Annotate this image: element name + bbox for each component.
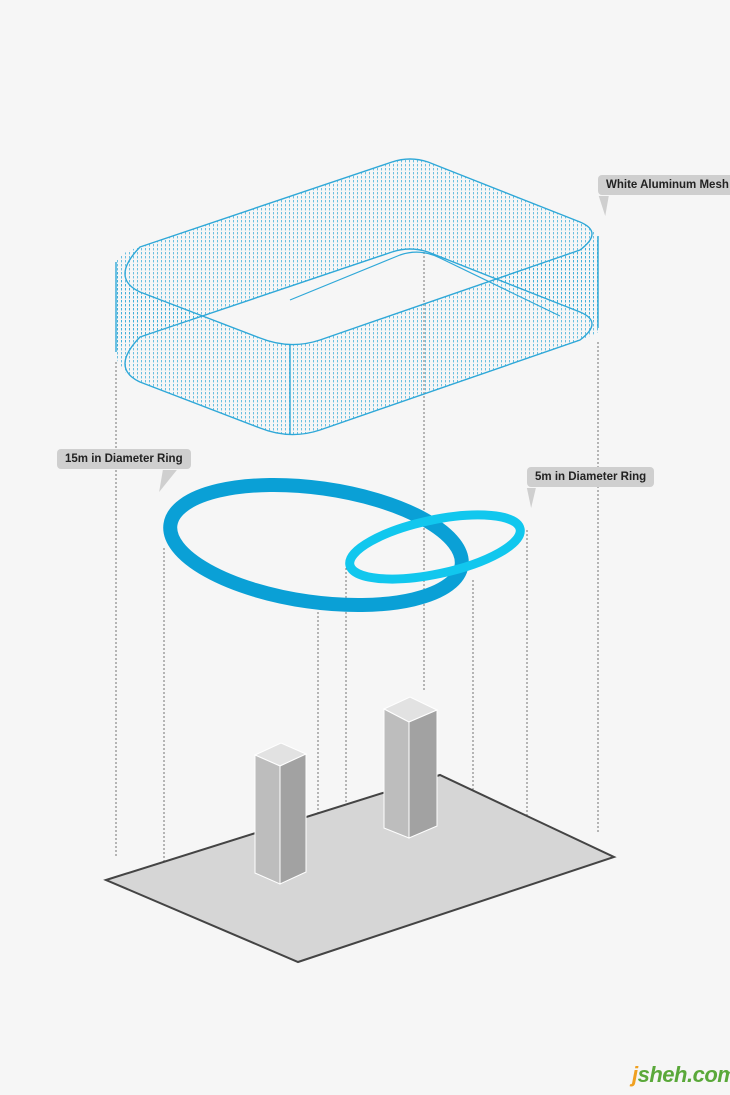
callout-white-aluminum-mesh: White Aluminum Mesh [598,175,730,216]
tower-left [253,742,308,885]
tower-right-front [383,708,410,839]
mesh-wall-front [116,242,598,435]
mesh-top-outline [124,158,593,346]
tower-left-front [254,754,281,885]
callout-label: White Aluminum Mesh [598,175,730,195]
ring-small-5m [345,510,525,584]
watermark-j: j [632,1062,638,1087]
ground-platform [103,773,617,964]
ring-large-15m [163,477,469,613]
callout-label: 5m in Diameter Ring [527,467,655,487]
callout-15m-ring: 15m in Diameter Ring [57,449,191,492]
tower-right [382,696,439,839]
tower-right-side [408,709,438,839]
mesh-inner-rim [289,251,561,317]
callout-label: 15m in Diameter Ring [57,449,191,469]
mesh-bottom-outline [124,248,593,436]
tower-left-side [279,753,307,885]
watermark-text: sheh.com [637,1062,730,1087]
callout-5m-ring: 5m in Diameter Ring [526,467,655,508]
aluminum-mesh-canopy [115,158,599,436]
watermark-logo: jsheh.com [632,1062,730,1088]
